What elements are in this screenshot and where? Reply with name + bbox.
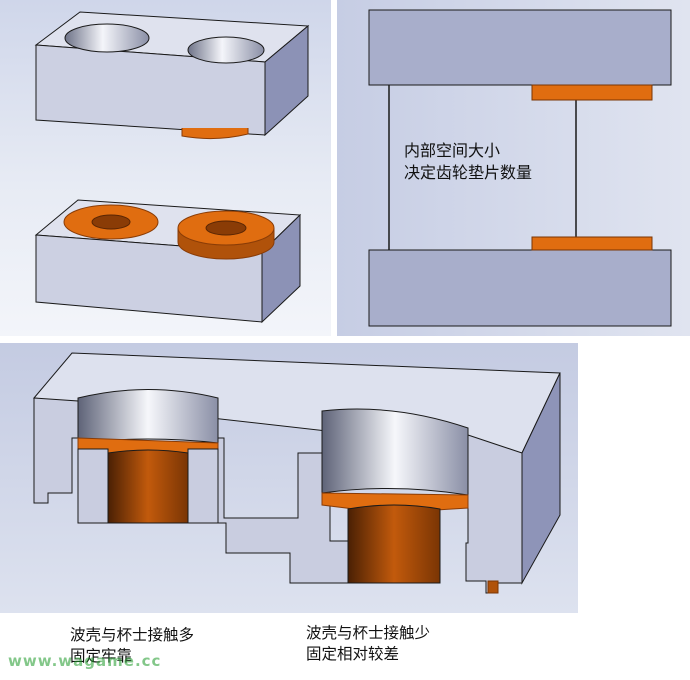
inner-space-panel (337, 0, 690, 336)
upper-washer (531, 84, 653, 101)
cut-face-middle (217, 415, 356, 584)
inner-space-caption: 内部空间大小 决定齿轮垫片数量 (404, 141, 533, 182)
right-bore (321, 408, 469, 584)
thick-washer (177, 210, 275, 260)
isometric-blocks-panel (0, 0, 331, 336)
small-tab (487, 580, 499, 594)
left-hole-caption: 波壳与杯士接触多 固定牢靠 (70, 626, 195, 665)
left-bore (77, 389, 219, 524)
inner-space-diagram (368, 9, 672, 327)
lower-block (34, 199, 302, 324)
bottom-plate (368, 249, 672, 327)
upper-block (34, 11, 310, 140)
cross-section-illustration (33, 352, 561, 594)
cross-section-panel (0, 343, 578, 613)
cut-face-left (33, 397, 79, 504)
blocks-illustration (34, 11, 310, 324)
right-hole-caption: 波壳与杯士接触少 固定相对较差 (306, 624, 431, 663)
cut-face-right (465, 434, 523, 594)
flat-washer (63, 204, 159, 240)
top-plate (368, 9, 672, 86)
watermark: www.wagame.cc (8, 652, 162, 670)
lower-washer (531, 236, 653, 251)
